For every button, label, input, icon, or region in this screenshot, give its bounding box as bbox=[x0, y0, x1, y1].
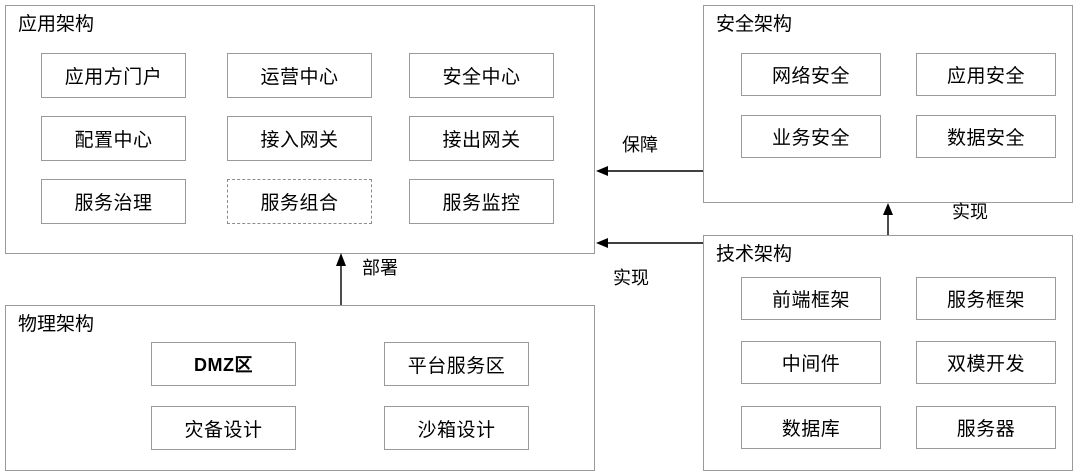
panel-security-architecture[interactable]: 安全架构 网络安全 应用安全 业务安全 数据安全 bbox=[703, 5, 1073, 203]
node-operation-center[interactable]: 运营中心 bbox=[227, 53, 372, 98]
node-dmz-zone[interactable]: DMZ区 bbox=[151, 342, 296, 386]
node-application-security[interactable]: 应用安全 bbox=[916, 53, 1056, 96]
node-network-security[interactable]: 网络安全 bbox=[741, 53, 881, 96]
panel-technical-title: 技术架构 bbox=[716, 244, 793, 265]
node-application-portal[interactable]: 应用方门户 bbox=[41, 53, 186, 98]
node-egress-gateway[interactable]: 接出网关 bbox=[409, 116, 554, 161]
edge-label-technical-to-application: 实现 bbox=[613, 268, 649, 288]
node-frontend-framework[interactable]: 前端框架 bbox=[741, 277, 881, 320]
node-ingress-gateway[interactable]: 接入网关 bbox=[227, 116, 372, 161]
node-config-center[interactable]: 配置中心 bbox=[41, 116, 186, 161]
node-service-framework[interactable]: 服务框架 bbox=[916, 277, 1056, 320]
edge-label-security-to-application: 保障 bbox=[622, 135, 658, 155]
node-sandbox-design[interactable]: 沙箱设计 bbox=[384, 406, 529, 450]
node-data-security[interactable]: 数据安全 bbox=[916, 115, 1056, 158]
node-database[interactable]: 数据库 bbox=[741, 406, 881, 449]
node-dual-mode-development[interactable]: 双模开发 bbox=[916, 341, 1056, 384]
node-platform-service-zone[interactable]: 平台服务区 bbox=[384, 342, 529, 386]
node-service-composition[interactable]: 服务组合 bbox=[227, 179, 372, 224]
node-disaster-recovery-design[interactable]: 灾备设计 bbox=[151, 406, 296, 450]
edge-label-physical-to-application: 部署 bbox=[362, 258, 398, 278]
edge-label-technical-to-security: 实现 bbox=[952, 202, 988, 222]
panel-technical-architecture[interactable]: 技术架构 前端框架 服务框架 中间件 双模开发 数据库 服务器 bbox=[703, 235, 1073, 471]
panel-security-title: 安全架构 bbox=[716, 14, 793, 35]
node-server[interactable]: 服务器 bbox=[916, 406, 1056, 449]
node-business-security[interactable]: 业务安全 bbox=[741, 115, 881, 158]
panel-physical-title: 物理架构 bbox=[18, 314, 95, 335]
panel-physical-architecture[interactable]: 物理架构 DMZ区 平台服务区 灾备设计 沙箱设计 bbox=[5, 305, 595, 471]
panel-application-architecture[interactable]: 应用架构 应用方门户 运营中心 安全中心 配置中心 接入网关 接出网关 服务治理… bbox=[5, 5, 595, 254]
node-security-center[interactable]: 安全中心 bbox=[409, 53, 554, 98]
panel-application-title: 应用架构 bbox=[18, 14, 95, 35]
node-middleware[interactable]: 中间件 bbox=[741, 341, 881, 384]
node-service-monitoring[interactable]: 服务监控 bbox=[409, 179, 554, 224]
node-service-governance[interactable]: 服务治理 bbox=[41, 179, 186, 224]
